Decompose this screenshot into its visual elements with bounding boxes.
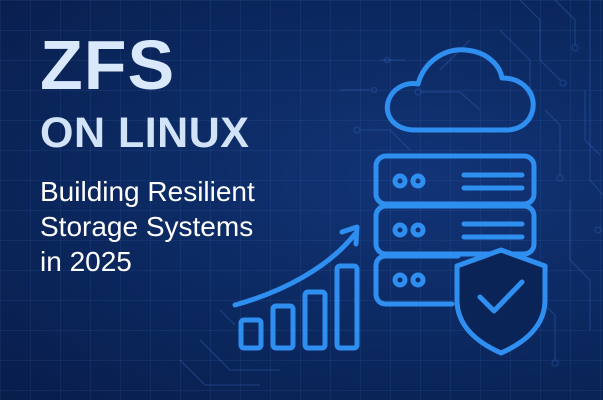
tagline-line-1: Building Resilient xyxy=(40,176,255,207)
tagline-line-2: Storage Systems xyxy=(40,211,254,242)
title-block: ZFS ON LINUX Building Resilient Storage … xyxy=(40,30,255,279)
title-zfs: ZFS xyxy=(40,26,176,104)
cloud-icon xyxy=(384,47,536,133)
bar-chart-growth-icon xyxy=(232,224,360,351)
tagline-line-3: in 2025 xyxy=(40,246,132,277)
tagline: Building Resilient Storage Systems in 20… xyxy=(40,174,255,279)
subtitle-on-linux: ON LINUX xyxy=(40,109,250,157)
server-stack-icon xyxy=(373,153,537,307)
shield-check-icon xyxy=(454,247,548,356)
